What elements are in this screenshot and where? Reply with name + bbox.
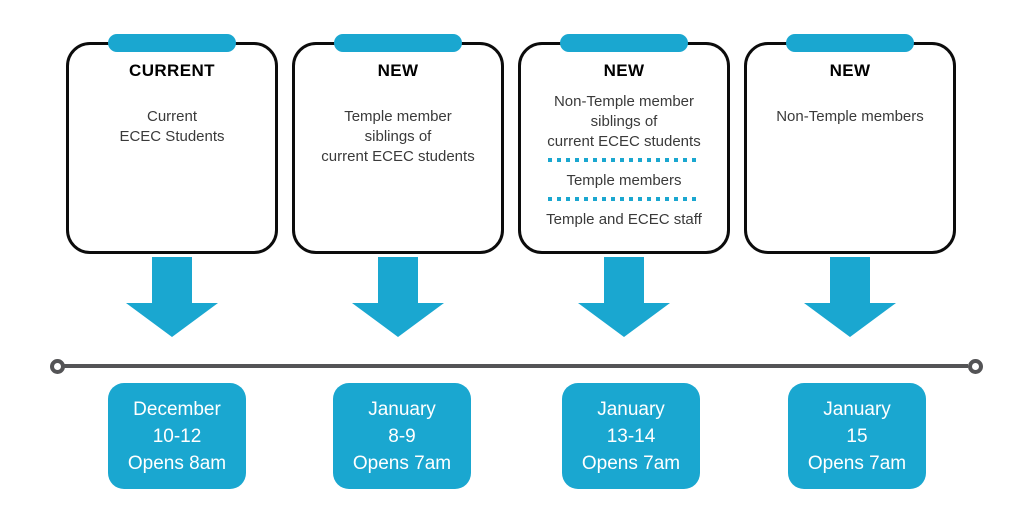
down-arrow-icon — [578, 257, 670, 337]
clip-pill-icon — [560, 34, 688, 52]
timeline-endpoint-right-icon — [968, 359, 983, 374]
card-tag: CURRENT — [129, 61, 215, 80]
date-line: 15 — [846, 425, 868, 447]
date-box: January 15 Opens 7am — [788, 383, 926, 489]
date-line: Opens 7am — [807, 452, 907, 474]
body-line: current ECEC students — [547, 133, 701, 150]
date-line: Opens 8am — [127, 452, 227, 474]
card-nontemple-members: NEW Non-Temple members — [744, 42, 956, 254]
dotted-divider — [548, 158, 700, 162]
date-line: 13-14 — [606, 425, 656, 447]
card-body: Non-Temple member siblings of current EC… — [521, 92, 727, 230]
clip-pill-icon — [334, 34, 462, 52]
card-current-students: CURRENT Current ECEC Students — [66, 42, 278, 254]
date-line: January — [368, 398, 436, 420]
date-box: January 8-9 Opens 7am — [333, 383, 471, 489]
card-body: Non-Temple members — [747, 107, 953, 127]
date-box: January 13-14 Opens 7am — [562, 383, 700, 489]
card-temple-member-siblings: NEW Temple member siblings of current EC… — [292, 42, 504, 254]
card-tag: NEW — [603, 61, 645, 80]
body-line: Non-Temple members — [776, 108, 924, 125]
body-line: siblings of — [364, 128, 432, 145]
body-line: Current — [146, 108, 198, 125]
body-line: Temple and ECEC staff — [546, 211, 702, 228]
date-line: Opens 7am — [581, 452, 681, 474]
card-body: Current ECEC Students — [69, 107, 275, 147]
date-box: December 10-12 Opens 8am — [108, 383, 246, 489]
down-arrow-icon — [352, 257, 444, 337]
card-body: Temple member siblings of current ECEC s… — [295, 107, 501, 167]
date-line: 8-9 — [388, 425, 416, 447]
date-line: December — [133, 398, 221, 420]
timeline-line — [64, 364, 968, 368]
date-line: January — [823, 398, 891, 420]
body-line: Temple member — [344, 108, 452, 125]
clip-pill-icon — [786, 34, 914, 52]
date-line: January — [597, 398, 665, 420]
date-line: 10-12 — [152, 425, 202, 447]
down-arrow-icon — [126, 257, 218, 337]
card-tag: NEW — [829, 61, 871, 80]
card-nontemple-siblings-members-staff: NEW Non-Temple member siblings of curren… — [518, 42, 730, 254]
timeline-endpoint-left-icon — [50, 359, 65, 374]
body-line: siblings of — [590, 113, 658, 130]
card-tag: NEW — [377, 61, 419, 80]
down-arrow-icon — [804, 257, 896, 337]
clip-pill-icon — [108, 34, 236, 52]
dotted-divider — [548, 197, 700, 201]
body-line: Non-Temple member — [553, 93, 695, 110]
body-line: Temple members — [566, 172, 682, 189]
body-line: ECEC Students — [119, 128, 225, 145]
body-line: current ECEC students — [321, 148, 475, 165]
date-line: Opens 7am — [352, 452, 452, 474]
